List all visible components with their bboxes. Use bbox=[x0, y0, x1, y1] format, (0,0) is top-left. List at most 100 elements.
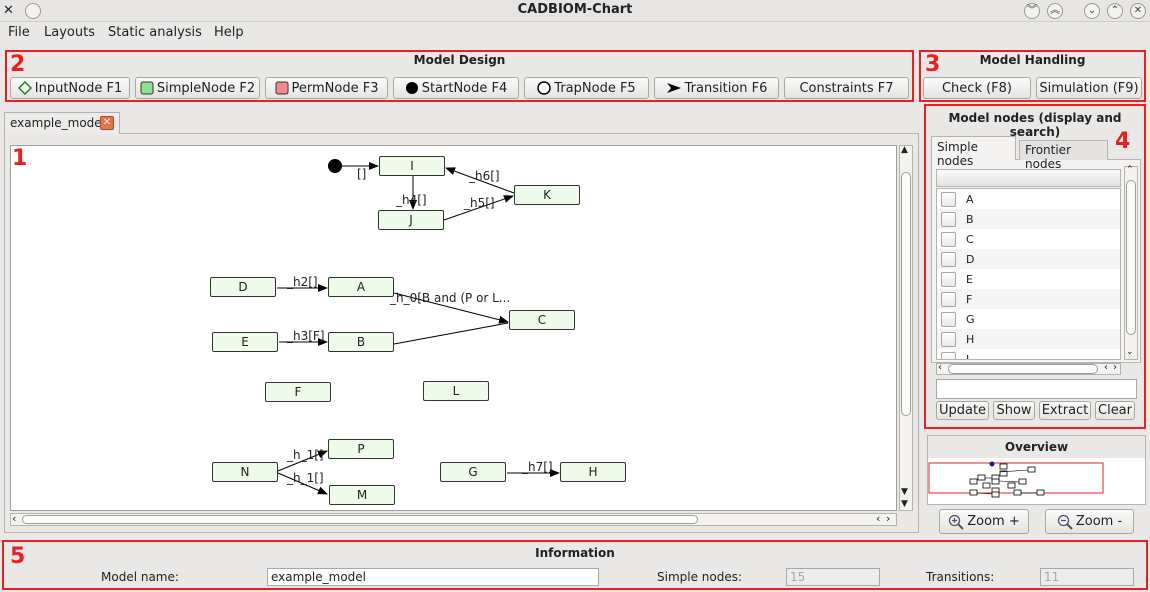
node-checkbox[interactable] bbox=[941, 271, 956, 287]
minimize-icon[interactable]: ⌄ bbox=[1084, 3, 1100, 19]
zoom-in-button[interactable]: Zoom + bbox=[939, 509, 1029, 534]
graph-node-c[interactable]: C bbox=[509, 310, 575, 330]
graph-node-f[interactable]: F bbox=[265, 382, 331, 402]
list-item[interactable]: B bbox=[937, 209, 1120, 229]
update-button[interactable]: Update bbox=[936, 401, 989, 420]
edge-label: _h3[F] bbox=[287, 329, 325, 343]
scroll-left-icon[interactable]: ‹ bbox=[12, 512, 17, 525]
simulation-button[interactable]: Simulation (F9) bbox=[1036, 77, 1142, 99]
graph-node-b[interactable]: B bbox=[328, 332, 394, 352]
list-item[interactable]: E bbox=[937, 269, 1120, 289]
edge-a-c[interactable] bbox=[393, 292, 509, 324]
list-item[interactable]: F bbox=[937, 289, 1120, 309]
graph-node-n[interactable]: N bbox=[212, 462, 278, 482]
node-checkbox[interactable] bbox=[941, 291, 956, 307]
graph-node-i[interactable]: I bbox=[379, 156, 445, 176]
close-icon[interactable]: ✕ bbox=[1130, 3, 1146, 19]
list-item[interactable]: C bbox=[937, 229, 1120, 249]
canvas-hscroll-thumb[interactable] bbox=[22, 515, 698, 524]
menu-file[interactable]: File bbox=[8, 25, 30, 40]
clear-button[interactable]: Clear bbox=[1095, 401, 1135, 420]
list-hscroll-thumb[interactable] bbox=[948, 364, 1098, 374]
tab-frontier-nodes[interactable]: Frontier nodes bbox=[1019, 140, 1108, 171]
graph-canvas[interactable]: I K J D A C E B F L P N M G H [] _h6[] _… bbox=[10, 145, 897, 511]
zoom-out-icon bbox=[1057, 514, 1073, 530]
graph-node-d[interactable]: D bbox=[210, 277, 276, 297]
extract-button[interactable]: Extract bbox=[1039, 401, 1091, 420]
transitions-label: Transitions: bbox=[926, 570, 995, 584]
list-item[interactable]: D bbox=[937, 249, 1120, 269]
graph-node-k[interactable]: K bbox=[514, 185, 580, 205]
list-item[interactable]: A bbox=[937, 189, 1120, 209]
node-checkbox[interactable] bbox=[941, 231, 956, 247]
overview-map[interactable] bbox=[928, 458, 1145, 504]
node-checkbox[interactable] bbox=[941, 211, 956, 227]
start-node[interactable] bbox=[328, 159, 342, 173]
model-name-field[interactable]: example_model bbox=[267, 568, 599, 586]
edge-n-p[interactable] bbox=[277, 450, 328, 472]
tab-example-model[interactable]: example_model bbox=[4, 112, 120, 134]
list-column-header[interactable] bbox=[936, 169, 1121, 187]
menu-static-analysis[interactable]: Static analysis bbox=[108, 25, 202, 40]
scroll-right-icon[interactable]: › bbox=[1113, 362, 1117, 373]
list-item[interactable]: H bbox=[937, 329, 1120, 349]
scroll-left-icon[interactable]: ‹ bbox=[1104, 362, 1108, 373]
node-checkbox[interactable] bbox=[941, 311, 956, 327]
scroll-left-icon[interactable]: ‹ bbox=[938, 362, 942, 373]
marker-1: 1 bbox=[12, 146, 28, 171]
scroll-up-icon[interactable]: ▲ bbox=[901, 145, 908, 155]
edge-k-i[interactable] bbox=[445, 167, 515, 194]
list-item-label: E bbox=[966, 272, 973, 286]
scroll-up-icon[interactable]: ⌃ bbox=[1126, 165, 1134, 175]
graph-node-g[interactable]: G bbox=[440, 462, 506, 482]
menu-help[interactable]: Help bbox=[214, 25, 244, 40]
node-checkbox[interactable] bbox=[941, 191, 956, 207]
unshade-icon[interactable]: ︽ bbox=[1047, 3, 1063, 19]
graph-node-a[interactable]: A bbox=[328, 277, 394, 297]
trap-node-button[interactable]: TrapNode F5 bbox=[524, 77, 649, 99]
show-button[interactable]: Show bbox=[993, 401, 1035, 420]
scroll-left-icon[interactable]: ‹ bbox=[876, 512, 881, 525]
transition-button[interactable]: Transition F6 bbox=[654, 77, 779, 99]
zoom-out-button[interactable]: Zoom - bbox=[1045, 509, 1134, 534]
shade-icon[interactable]: ︾ bbox=[1024, 3, 1040, 19]
list-vscroll-thumb[interactable] bbox=[1126, 180, 1136, 335]
scroll-down-icon[interactable]: ▼ bbox=[901, 487, 908, 497]
perm-node-button[interactable]: PermNode F3 bbox=[265, 77, 388, 99]
edge-n-m[interactable] bbox=[277, 472, 328, 495]
green-square-icon bbox=[140, 81, 154, 95]
model-name-label: Model name: bbox=[101, 570, 179, 584]
scroll-down-icon[interactable]: ⌄ bbox=[1126, 347, 1134, 357]
edge-label: _h_0[B and (P or L... bbox=[390, 291, 511, 305]
input-node-button[interactable]: InputNode F1 bbox=[10, 77, 130, 99]
window-menu-button[interactable] bbox=[25, 3, 41, 19]
list-item[interactable]: G bbox=[937, 309, 1120, 329]
window-title: CADBIOM-Chart bbox=[517, 2, 633, 17]
tab-simple-nodes[interactable]: Simple nodes bbox=[931, 136, 1016, 168]
transitions-field: 11 bbox=[1040, 568, 1134, 586]
maximize-icon[interactable]: ⌃ bbox=[1107, 3, 1123, 19]
graph-node-m[interactable]: M bbox=[329, 485, 395, 505]
close-tab-icon[interactable]: ✕ bbox=[100, 116, 114, 130]
graph-node-l[interactable]: L bbox=[423, 381, 489, 401]
graph-node-e[interactable]: E bbox=[212, 332, 278, 352]
node-search-input[interactable] bbox=[936, 379, 1137, 399]
node-checkbox[interactable] bbox=[941, 251, 956, 267]
scroll-down-icon[interactable]: ▼ bbox=[901, 499, 908, 509]
menu-layouts[interactable]: Layouts bbox=[44, 25, 95, 40]
start-node-button[interactable]: StartNode F4 bbox=[393, 77, 519, 99]
node-checkbox[interactable] bbox=[941, 351, 956, 359]
graph-node-p[interactable]: P bbox=[328, 439, 394, 459]
scroll-right-icon[interactable]: › bbox=[886, 512, 891, 525]
edge-b-c[interactable] bbox=[393, 322, 509, 345]
graph-node-j[interactable]: J bbox=[378, 210, 444, 230]
check-button[interactable]: Check (F8) bbox=[923, 77, 1031, 99]
canvas-vscroll-thumb[interactable] bbox=[901, 172, 911, 416]
node-checkbox[interactable] bbox=[941, 331, 956, 347]
list-item-label: G bbox=[966, 312, 975, 326]
constraints-button[interactable]: Constraints F7 bbox=[784, 77, 909, 99]
simple-node-button[interactable]: SimpleNode F2 bbox=[135, 77, 260, 99]
graph-node-h[interactable]: H bbox=[560, 462, 626, 482]
edge-j-k[interactable] bbox=[443, 195, 514, 221]
list-item[interactable]: I bbox=[937, 349, 1120, 359]
